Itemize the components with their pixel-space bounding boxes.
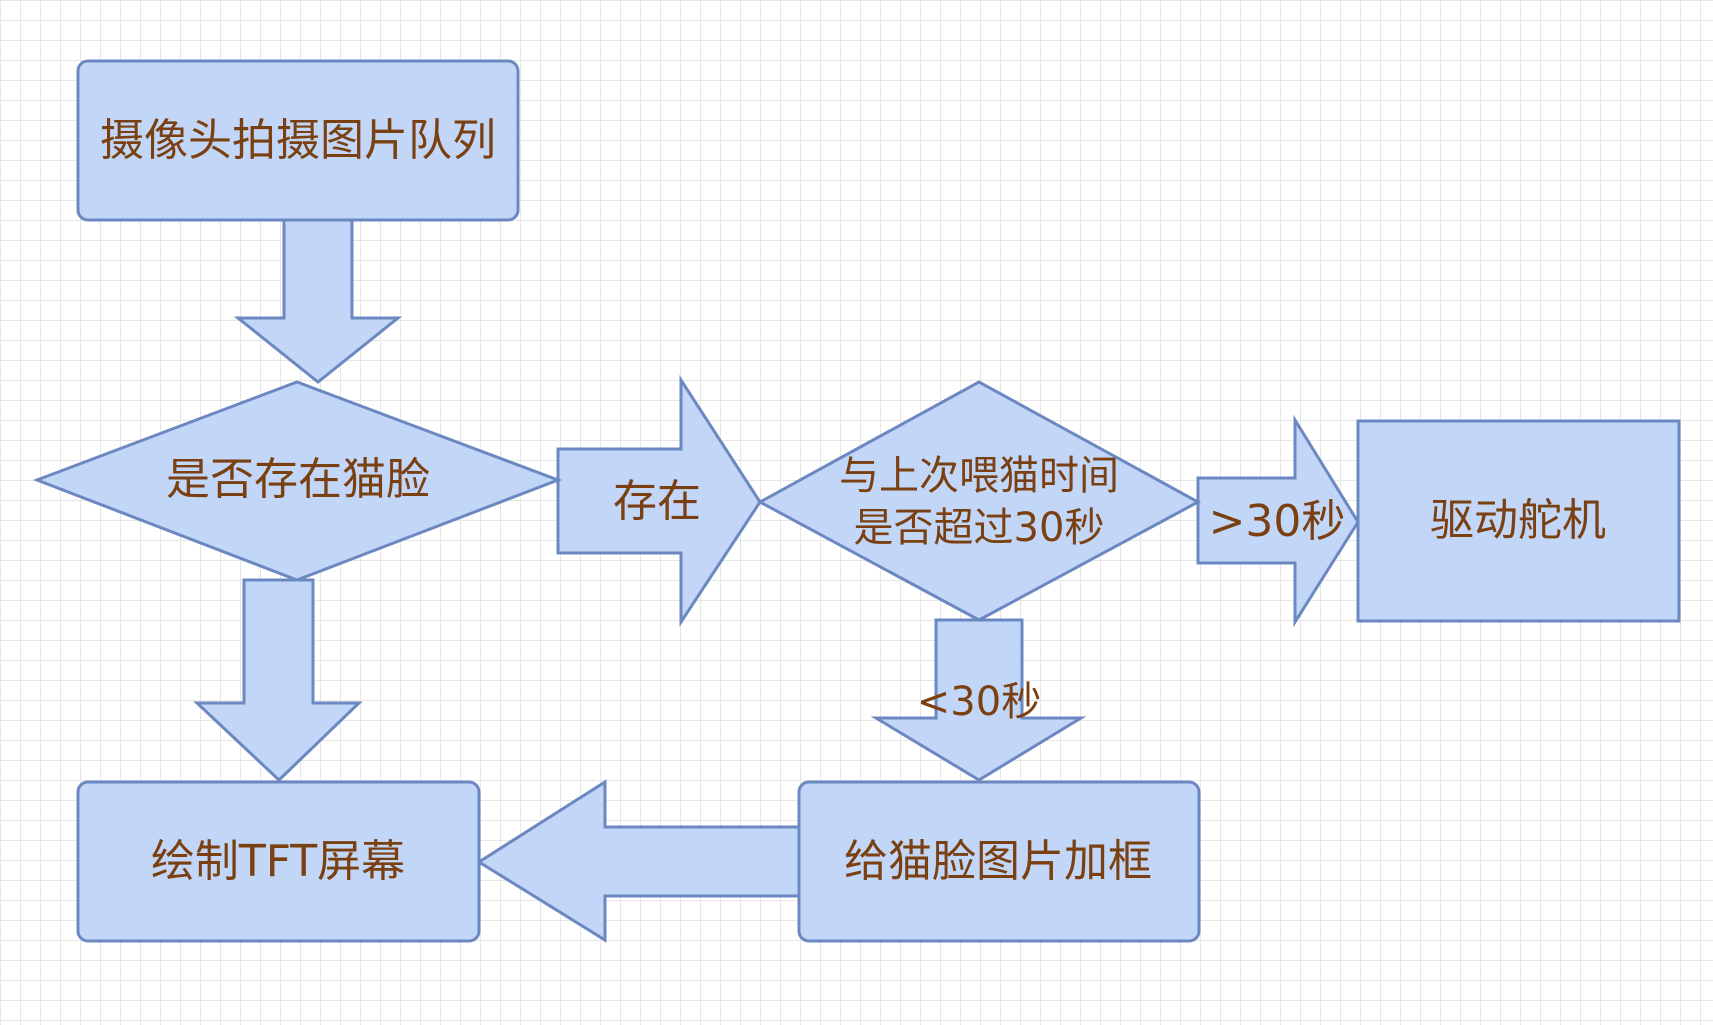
arrow-decision-to-draw — [193, 578, 363, 783]
draw-tft-label: 绘制TFT屏幕 — [151, 836, 405, 887]
arrow-under-30s — [870, 618, 1087, 782]
node-draw-tft — [76, 780, 481, 943]
node-servo — [1356, 419, 1681, 623]
time-check-label-line2: 是否超过30秒 — [854, 505, 1105, 551]
capture-label: 摄像头拍摄图片队列 — [100, 115, 496, 166]
face-exists-label: 是否存在猫脸 — [166, 454, 430, 505]
arrow-exists — [556, 374, 762, 628]
node-time-check — [756, 380, 1202, 622]
frame-face-label: 给猫脸图片加框 — [844, 836, 1152, 887]
over-30s-edge-label: >30秒 — [1209, 496, 1346, 547]
arrow-capture-to-decision — [233, 218, 403, 384]
arrow-over-30s — [1196, 414, 1360, 628]
node-capture — [76, 59, 520, 222]
node-frame-face — [797, 780, 1201, 943]
exists-edge-label: 存在 — [613, 476, 701, 527]
time-check-label-line1: 与上次喂猫时间 — [839, 453, 1119, 499]
servo-label: 驱动舵机 — [1430, 495, 1606, 546]
node-face-exists — [32, 380, 563, 582]
arrow-frame-to-draw — [476, 779, 801, 943]
under-30s-edge-label: <30秒 — [917, 679, 1041, 725]
